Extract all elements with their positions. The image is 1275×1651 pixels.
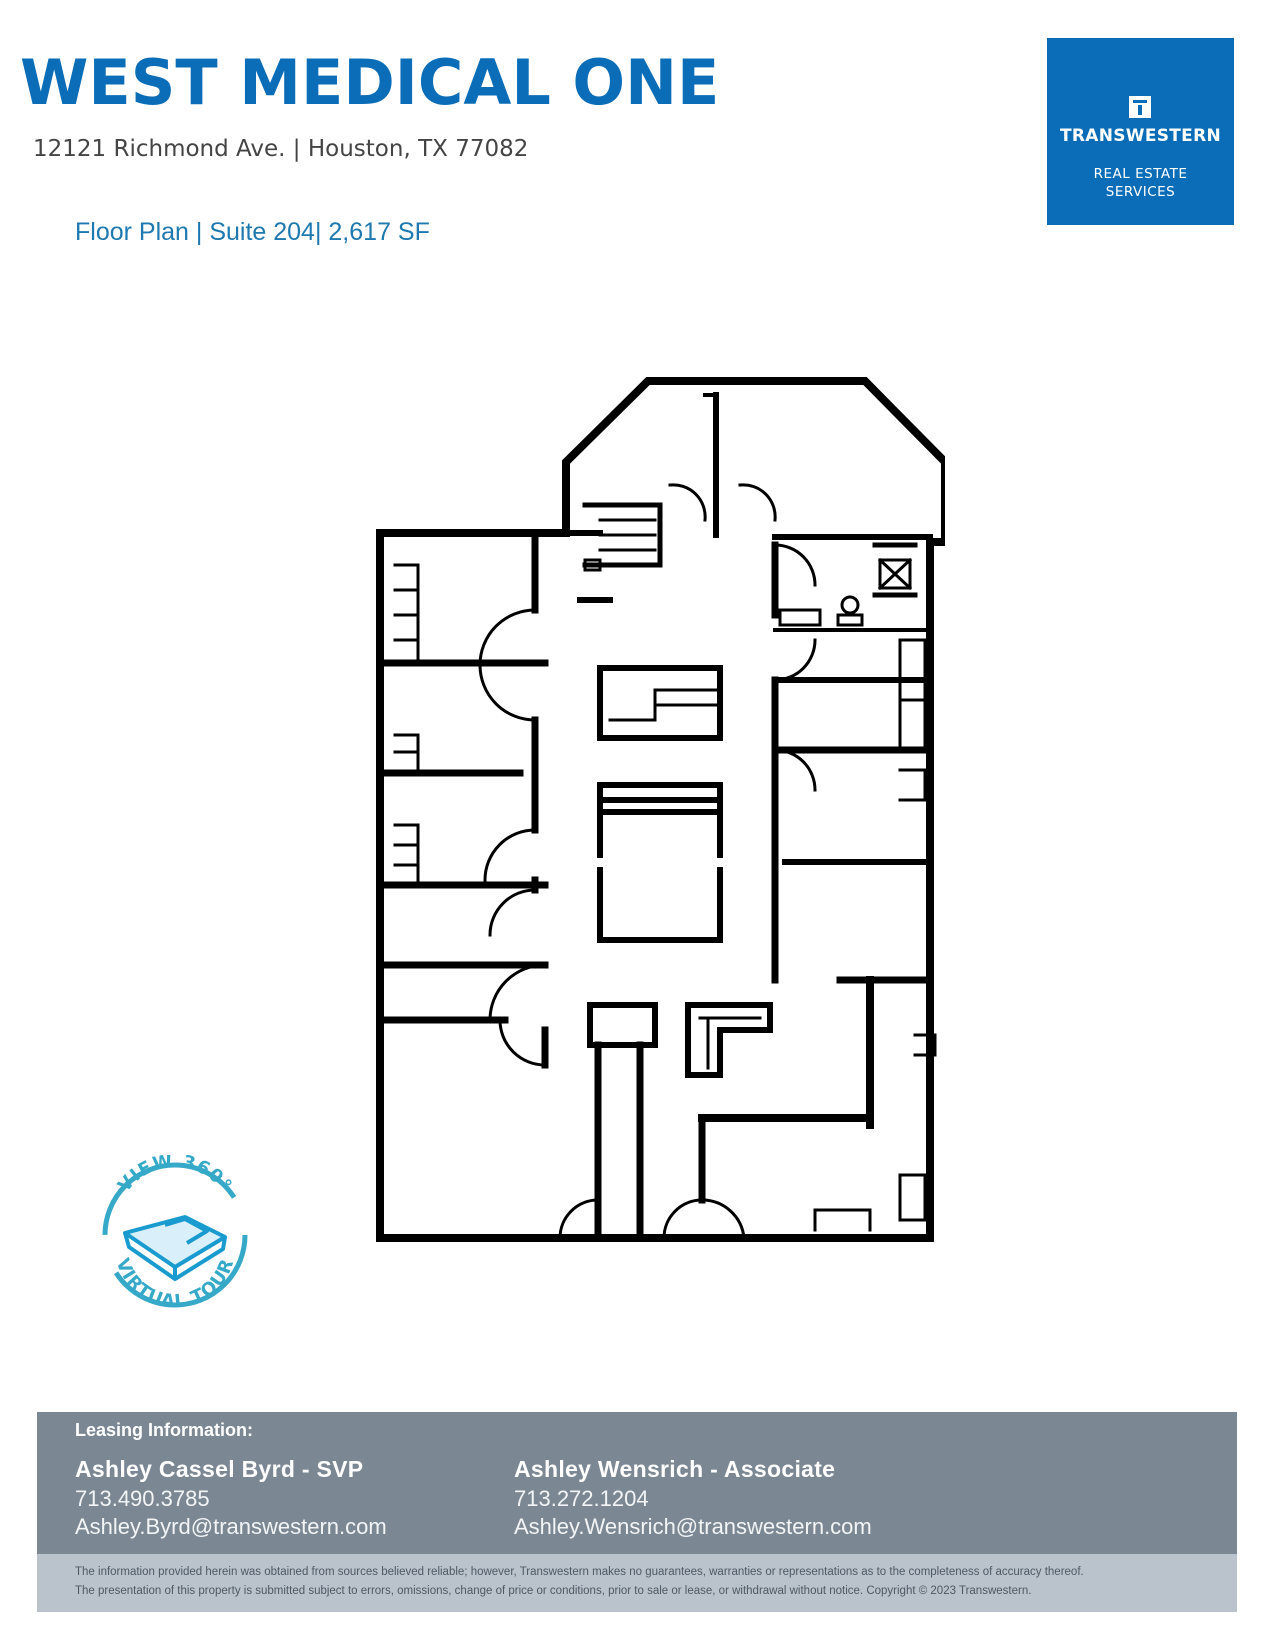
agent-email[interactable]: Ashley.Wensrich@transwestern.com — [514, 1514, 872, 1539]
disclaimer-panel: The information provided herein was obta… — [37, 1554, 1237, 1612]
property-address: 12121 Richmond Ave. | Houston, TX 77082 — [33, 136, 529, 162]
disclaimer-line2: The presentation of this property is sub… — [75, 1585, 1032, 1597]
logo-tagline-line1: REAL ESTATE — [1093, 166, 1188, 182]
disclaimer-line1: The information provided herein was obta… — [75, 1566, 1084, 1578]
agent-email[interactable]: Ashley.Byrd@transwestern.com — [75, 1514, 387, 1539]
agent-phone[interactable]: 713.272.1204 — [514, 1486, 649, 1511]
3d-room-icon — [123, 1215, 227, 1281]
page-title: WEST MEDICAL ONE — [20, 46, 720, 119]
virtual-tour-badge[interactable]: VIEW 360° VIRTUAL TOUR — [95, 1155, 255, 1315]
logo-name: TRANSWESTERN — [1059, 126, 1222, 146]
agent-card: Ashley Cassel Byrd - SVP 713.490.3785 As… — [75, 1456, 387, 1541]
leasing-information-panel: Leasing Information: Ashley Cassel Byrd … — [37, 1412, 1237, 1554]
agent-card: Ashley Wensrich - Associate 713.272.1204… — [514, 1456, 872, 1541]
transwestern-logo[interactable]: TRANSWESTERN REAL ESTATE SERVICES — [1047, 38, 1234, 225]
tour-top-text: VIEW 360° — [114, 1155, 236, 1196]
logo-tagline: REAL ESTATE SERVICES — [1047, 165, 1234, 201]
outer-wall — [376, 377, 945, 1242]
agent-phone[interactable]: 713.490.3785 — [75, 1486, 210, 1511]
agent-name: Ashley Wensrich - Associate — [514, 1456, 836, 1482]
logo-tagline-line2: SERVICES — [1105, 184, 1176, 200]
transwestern-t-icon — [1129, 96, 1151, 118]
floor-plan-drawing — [376, 377, 945, 1242]
agent-name: Ashley Cassel Byrd - SVP — [75, 1456, 364, 1482]
leasing-heading: Leasing Information: — [75, 1420, 254, 1440]
floor-plan-subtitle: Floor Plan | Suite 204| 2,617 SF — [75, 218, 430, 246]
